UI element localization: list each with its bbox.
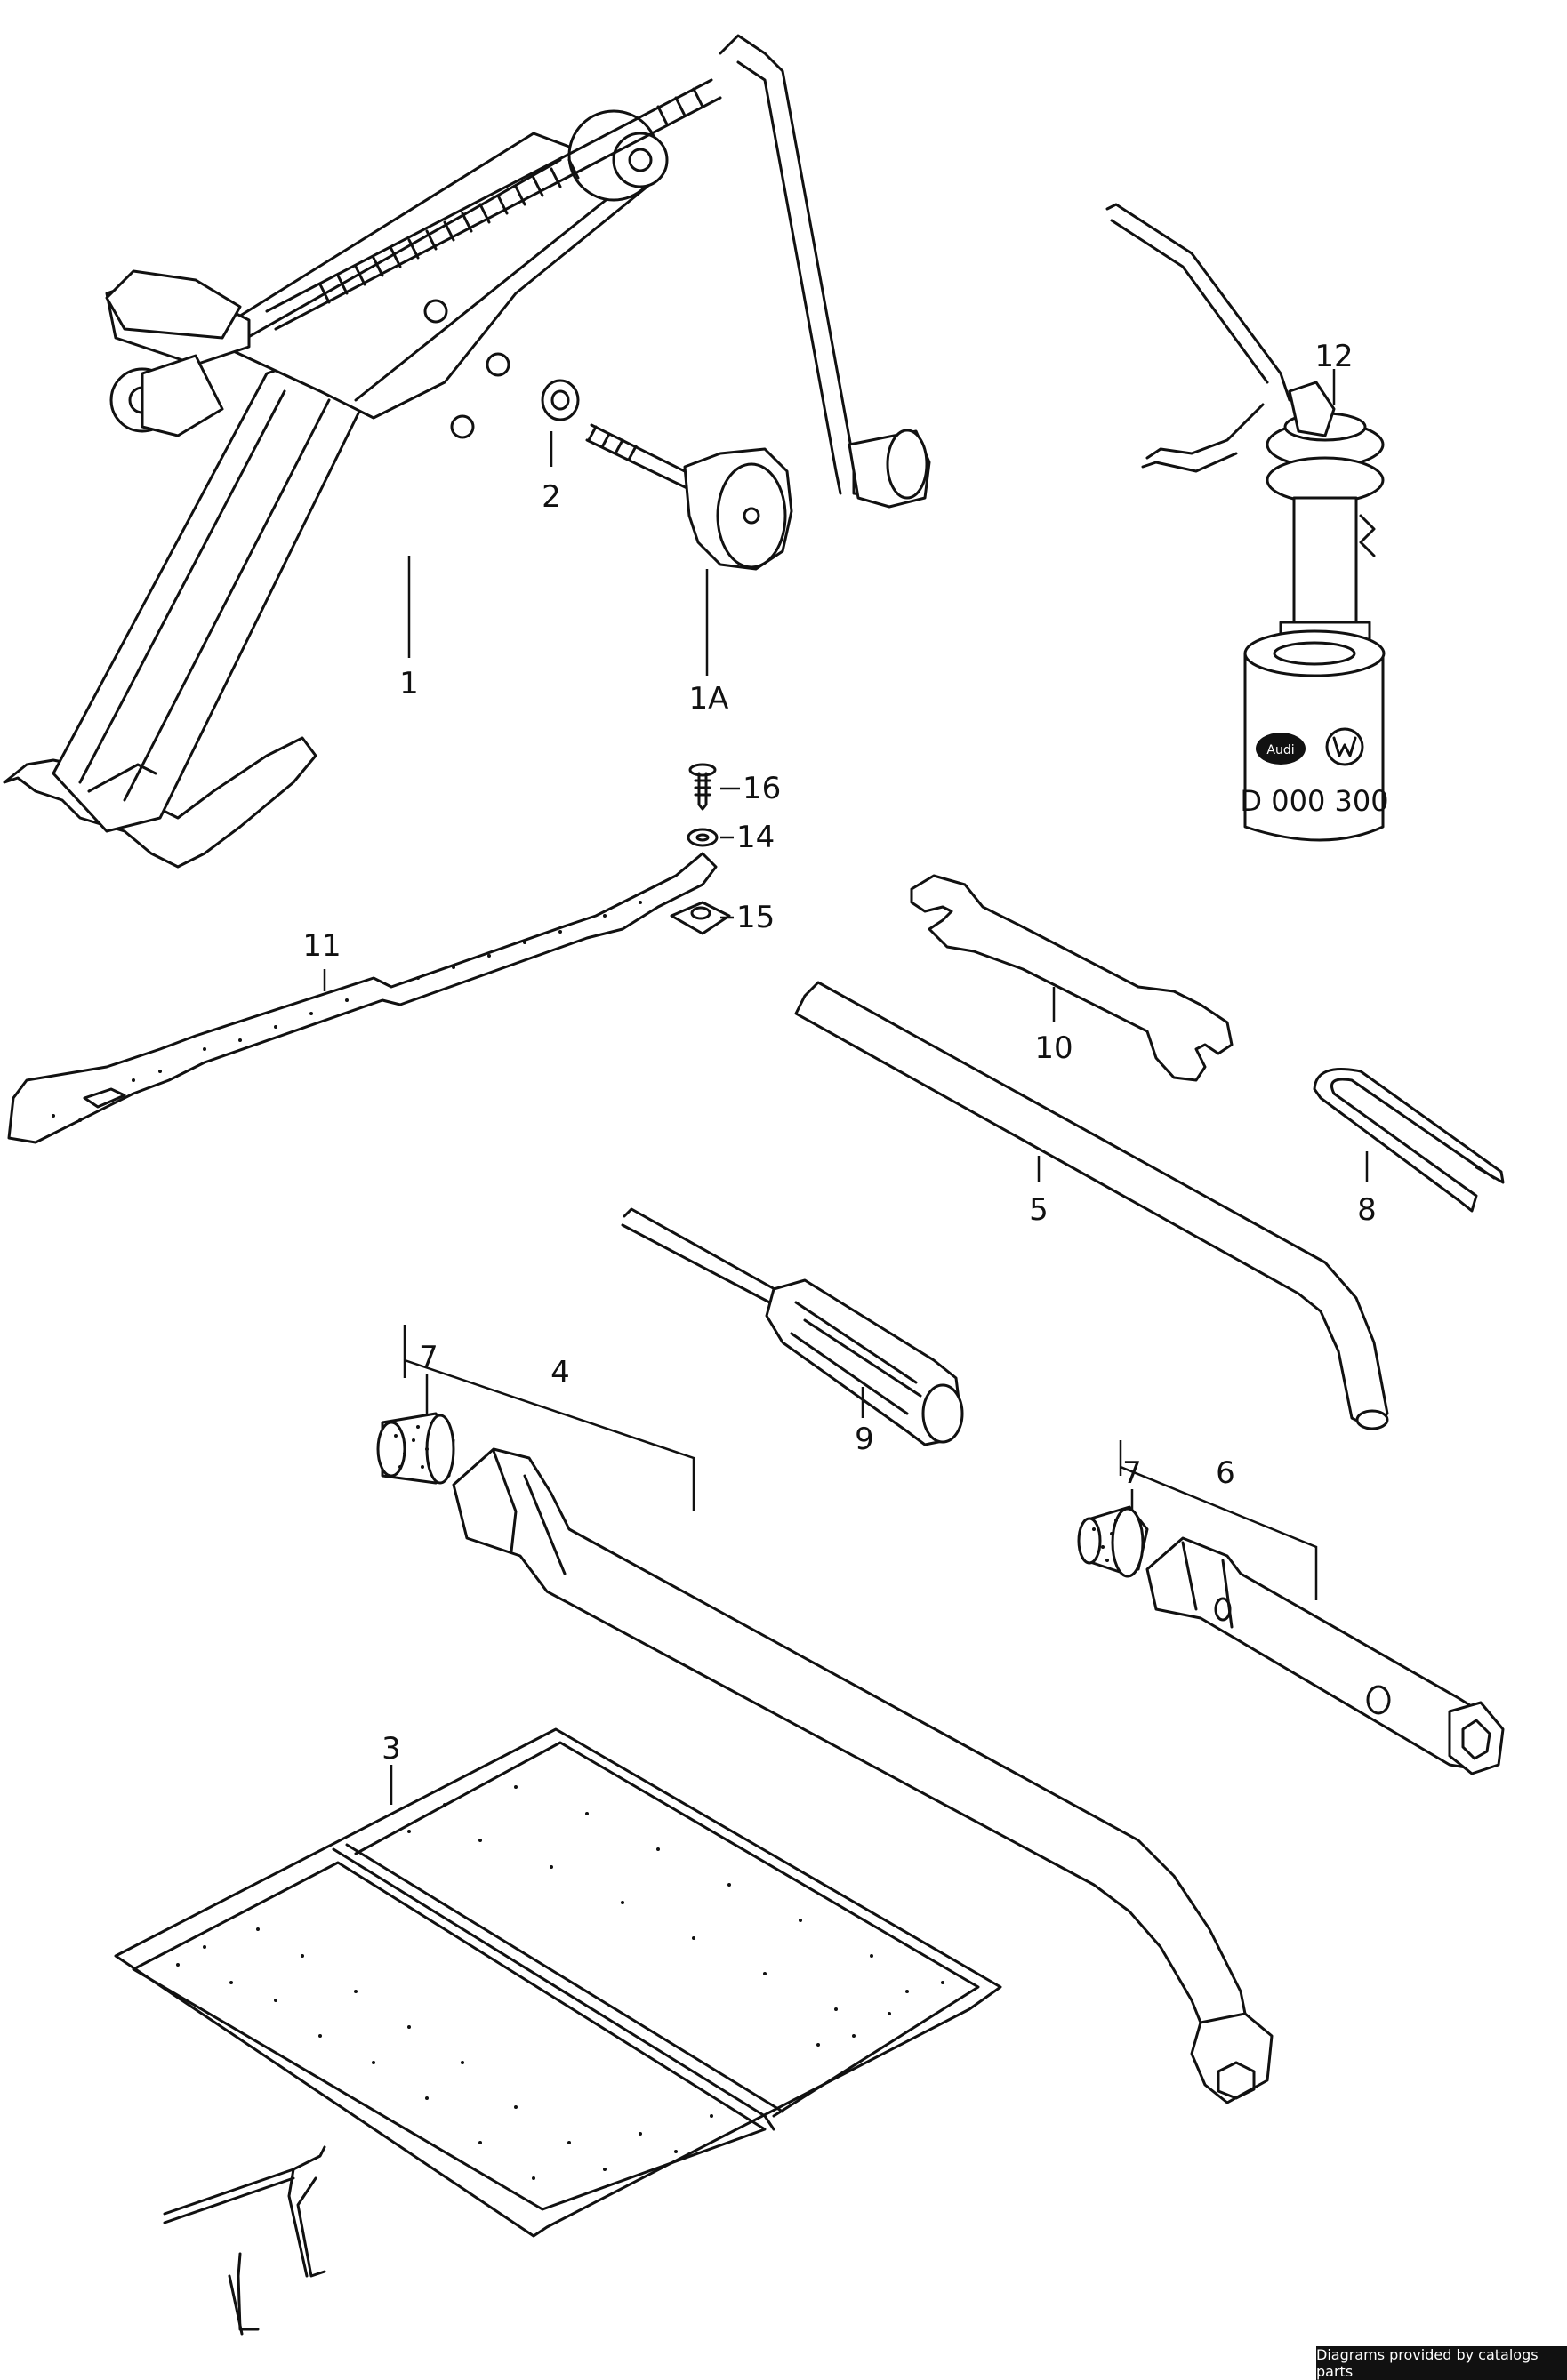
callout-6: 6 bbox=[1216, 1455, 1235, 1491]
sleeve-part-right[interactable] bbox=[1077, 1505, 1149, 1578]
callout-3: 3 bbox=[382, 1731, 401, 1767]
leader-lines bbox=[323, 369, 1369, 1805]
callout-5: 5 bbox=[1029, 1192, 1049, 1228]
screw-part-16[interactable] bbox=[688, 763, 717, 811]
wheel-brace-part[interactable] bbox=[452, 1447, 1274, 2104]
washer-part-2[interactable] bbox=[541, 379, 580, 421]
callout-15: 15 bbox=[736, 900, 775, 935]
callout-14: 14 bbox=[736, 820, 775, 855]
pump-code-label: D 000 300 bbox=[1240, 784, 1388, 818]
callout-12: 12 bbox=[1314, 339, 1353, 374]
knob-bolt-part-1a[interactable] bbox=[585, 423, 793, 571]
bag-part[interactable] bbox=[114, 1727, 1002, 2336]
callout-10: 10 bbox=[1034, 1030, 1073, 1066]
callout-11: 11 bbox=[302, 928, 341, 964]
callout-1: 1 bbox=[399, 666, 419, 701]
screwdriver-part[interactable] bbox=[621, 1207, 964, 1446]
strap-part[interactable] bbox=[7, 852, 718, 1144]
callout-7-right: 7 bbox=[1122, 1455, 1142, 1491]
spanner-part[interactable] bbox=[910, 874, 1234, 1082]
callout-16: 16 bbox=[743, 771, 781, 806]
callout-labels: 1 2 1A 12 16 14 15 11 10 5 8 9 4 7 6 7 3 bbox=[302, 339, 1376, 1767]
attribution-footer: Diagrams provided by catalogs parts bbox=[1316, 2346, 1567, 2380]
box-spanner-part[interactable] bbox=[1145, 1536, 1505, 1775]
callout-4: 4 bbox=[550, 1355, 570, 1390]
sleeve-part-left[interactable] bbox=[376, 1412, 455, 1485]
callout-9: 9 bbox=[855, 1422, 874, 1457]
callout-2: 2 bbox=[542, 479, 561, 515]
washer-part-14[interactable] bbox=[687, 828, 719, 847]
callout-8: 8 bbox=[1357, 1192, 1377, 1228]
bar-part[interactable] bbox=[794, 981, 1389, 1430]
callout-1a: 1A bbox=[689, 681, 729, 717]
pump-part[interactable]: Audi D 000 300 bbox=[1105, 203, 1389, 842]
pump-brand-label: Audi bbox=[1266, 743, 1294, 757]
jack-part[interactable] bbox=[3, 34, 931, 869]
nut-part-15[interactable] bbox=[670, 901, 731, 935]
clip-part[interactable] bbox=[1313, 1068, 1505, 1213]
callout-7-left: 7 bbox=[419, 1340, 438, 1375]
